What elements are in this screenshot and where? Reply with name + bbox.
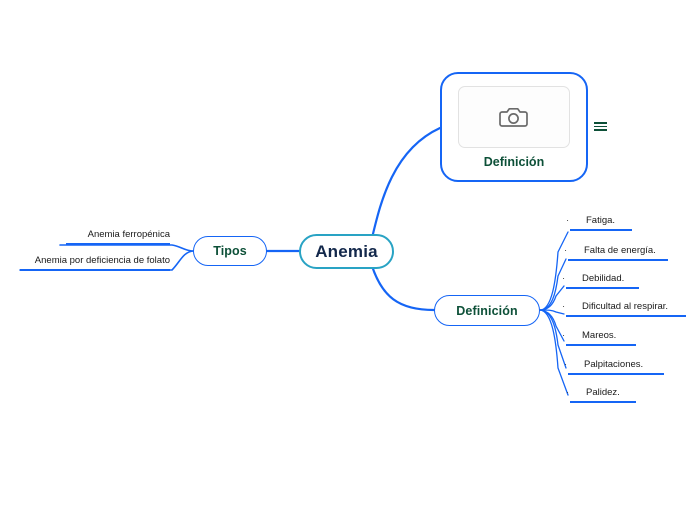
edge-definicion-to-item-6 <box>539 309 569 396</box>
menu-line <box>594 125 607 128</box>
leaf-palidez[interactable]: · Palidez. <box>566 386 636 404</box>
leaf-fatiga[interactable]: · Fatiga. <box>566 214 632 232</box>
edge-root-to-definicion-image <box>370 126 442 240</box>
branch-node-definicion-list[interactable]: Definición <box>434 295 540 326</box>
leaf-underline <box>566 315 686 318</box>
leaf-dificultad-al-respirar[interactable]: · Dificultad al respirar. <box>562 300 686 318</box>
leaf-anemia-deficiencia-folato[interactable]: Anemia por deficiencia de folato <box>20 254 170 272</box>
menu-line <box>594 122 607 124</box>
branch-node-definicion-image[interactable]: Definición <box>440 72 588 182</box>
leaf-anemia-ferropenica-label: Anemia ferropénica <box>87 229 170 240</box>
camera-icon <box>499 107 528 127</box>
leaf-palpitaciones-label: Palpitaciones. <box>584 359 644 370</box>
leaf-mareos-label: Mareos. <box>582 330 617 341</box>
hamburger-menu-icon[interactable] <box>594 122 607 131</box>
leaf-anemia-deficiencia-folato-label: Anemia por deficiencia de folato <box>34 255 170 266</box>
branch-node-tipos-label: Tipos <box>213 244 247 258</box>
root-node-anemia[interactable]: Anemia <box>299 234 394 269</box>
bullet-glyph: · <box>564 245 568 256</box>
branch-node-definicion-list-label: Definición <box>456 303 518 318</box>
leaf-anemia-ferropenica[interactable]: Anemia ferropénica <box>60 228 170 246</box>
leaf-dificultad-al-respirar-label: Dificultad al respirar. <box>582 301 669 312</box>
bullet-glyph: · <box>566 215 570 226</box>
menu-line <box>594 129 607 131</box>
leaf-debilidad-label: Debilidad. <box>582 273 625 284</box>
leaf-underline <box>66 243 170 246</box>
leaf-mareos[interactable]: · Mareos. <box>562 329 636 347</box>
edge-definicion-to-item-3 <box>539 309 565 315</box>
edge-root-to-definicion-list <box>370 264 436 312</box>
bullet-glyph: · <box>562 301 566 312</box>
bullet-glyph: · <box>564 359 568 370</box>
leaf-underline <box>566 344 636 347</box>
bullet-glyph: · <box>566 387 570 398</box>
leaf-underline <box>570 401 636 404</box>
leaf-underline <box>568 373 664 376</box>
edge-tipos-to-leaf-0 <box>59 244 194 252</box>
leaf-underline <box>20 269 170 272</box>
leaf-debilidad[interactable]: · Debilidad. <box>562 272 639 290</box>
leaf-palidez-label: Palidez. <box>586 387 620 398</box>
image-placeholder[interactable] <box>458 86 570 148</box>
leaf-falta-de-energia[interactable]: · Falta de energía. <box>564 244 668 262</box>
edge-definicion-to-item-2 <box>539 285 565 311</box>
leaf-palpitaciones[interactable]: · Palpitaciones. <box>564 358 664 376</box>
branch-node-tipos[interactable]: Tipos <box>193 236 267 266</box>
root-node-label: Anemia <box>315 241 378 261</box>
bullet-glyph: · <box>562 330 566 341</box>
leaf-fatiga-label: Fatiga. <box>586 215 616 226</box>
branch-node-definicion-image-label: Definición <box>483 155 545 169</box>
leaf-underline <box>566 287 639 290</box>
leaf-falta-de-energia-label: Falta de energía. <box>584 245 656 256</box>
bullet-glyph: · <box>562 273 566 284</box>
leaf-underline <box>570 229 632 232</box>
edge-definicion-to-item-4 <box>539 309 565 342</box>
leaf-underline <box>568 259 668 262</box>
